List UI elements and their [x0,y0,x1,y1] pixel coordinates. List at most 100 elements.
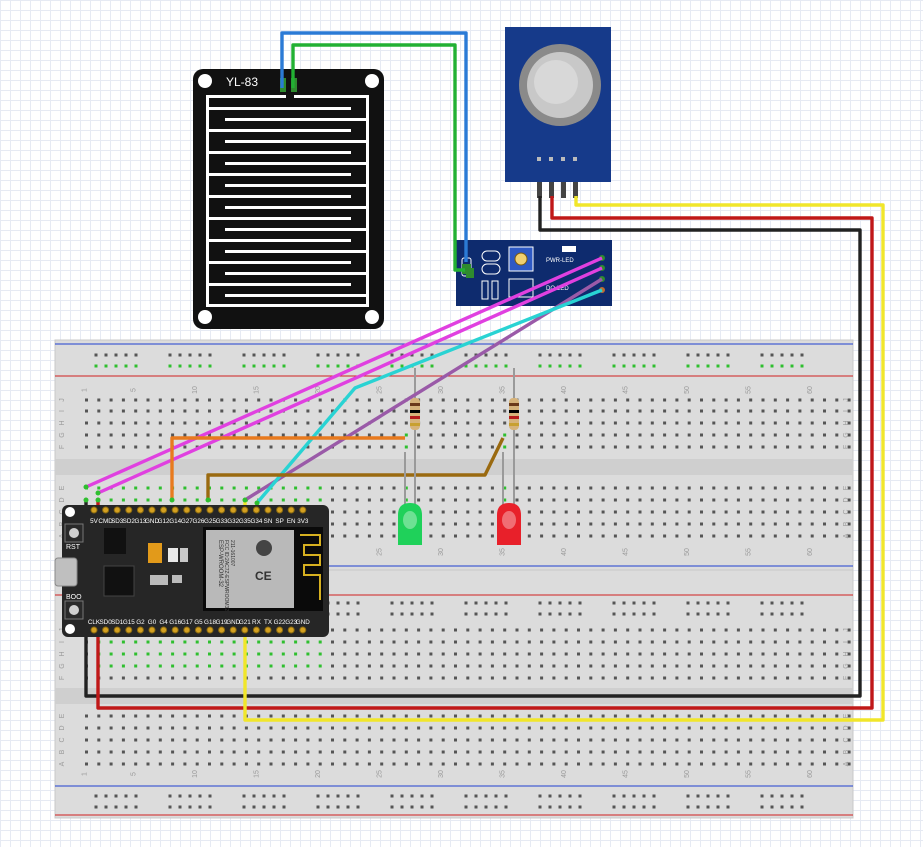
breadboard-hole[interactable] [564,762,568,766]
rail-hole[interactable] [316,794,320,798]
breadboard-hole[interactable] [503,714,507,718]
breadboard-hole[interactable] [367,750,371,754]
rail-hole[interactable] [494,364,498,368]
breadboard-hole[interactable] [269,409,273,413]
breadboard-hole[interactable] [85,714,88,718]
esp32-pin[interactable] [160,506,168,514]
breadboard-hole[interactable] [478,652,482,656]
breadboard-hole[interactable] [183,726,187,730]
breadboard-hole[interactable] [294,676,298,680]
rail-hole[interactable] [632,794,636,798]
breadboard-hole[interactable] [601,714,605,718]
breadboard-hole[interactable] [466,676,470,680]
rail-hole[interactable] [484,794,488,798]
rail-hole[interactable] [548,805,552,809]
breadboard-hole[interactable] [171,640,175,644]
breadboard-hole[interactable] [564,726,568,730]
breadboard-hole[interactable] [749,762,753,766]
breadboard-hole[interactable] [466,409,470,413]
breadboard-hole[interactable] [306,676,310,680]
breadboard-hole[interactable] [527,498,531,502]
rail-hole[interactable] [356,794,360,798]
breadboard-hole[interactable] [466,534,470,538]
rail-hole[interactable] [188,794,192,798]
rail-hole[interactable] [124,364,128,368]
rail-hole[interactable] [686,794,690,798]
breadboard-hole[interactable] [663,510,667,514]
breadboard-hole[interactable] [798,445,802,449]
breadboard-hole[interactable] [613,421,617,425]
rail-hole[interactable] [198,794,202,798]
breadboard-hole[interactable] [773,510,777,514]
breadboard-hole[interactable] [318,726,322,730]
breadboard-hole[interactable] [417,664,421,668]
breadboard-hole[interactable] [269,433,273,437]
breadboard-hole[interactable] [158,726,162,730]
rail-hole[interactable] [346,364,350,368]
rail-hole[interactable] [336,805,340,809]
breadboard-hole[interactable] [675,652,679,656]
breadboard-hole[interactable] [85,398,88,402]
breadboard-hole[interactable] [638,628,642,632]
breadboard-hole[interactable] [601,762,605,766]
rail-hole[interactable] [686,805,690,809]
breadboard-hole[interactable] [515,726,519,730]
breadboard-hole[interactable] [281,676,285,680]
breadboard-hole[interactable] [380,762,384,766]
rail-hole[interactable] [134,364,138,368]
breadboard-hole[interactable] [146,738,150,742]
breadboard-hole[interactable] [589,522,593,526]
rail-hole[interactable] [504,612,508,616]
breadboard-hole[interactable] [466,433,470,437]
breadboard-hole[interactable] [466,445,470,449]
breadboard-hole[interactable] [269,714,273,718]
breadboard-hole[interactable] [121,762,125,766]
breadboard-hole[interactable] [121,750,125,754]
rail-hole[interactable] [770,612,774,616]
breadboard-hole[interactable] [490,676,494,680]
rail-hole[interactable] [622,364,626,368]
rail-hole[interactable] [760,794,764,798]
breadboard-hole[interactable] [158,433,162,437]
breadboard-hole[interactable] [429,664,433,668]
breadboard-hole[interactable] [380,714,384,718]
breadboard-hole[interactable] [577,433,580,437]
breadboard-hole[interactable] [404,486,408,490]
breadboard-hole[interactable] [244,762,248,766]
breadboard-hole[interactable] [601,510,605,514]
breadboard-hole[interactable] [355,510,359,514]
breadboard-hole[interactable] [257,750,261,754]
breadboard-hole[interactable] [589,676,593,680]
breadboard-hole[interactable] [810,640,814,644]
breadboard-hole[interactable] [552,522,556,526]
breadboard-hole[interactable] [392,676,396,680]
breadboard-hole[interactable] [490,762,494,766]
breadboard-hole[interactable] [441,433,445,437]
breadboard-hole[interactable] [294,409,298,413]
breadboard-hole[interactable] [244,421,248,425]
breadboard-hole[interactable] [773,522,777,526]
breadboard-hole[interactable] [773,726,777,730]
breadboard-hole[interactable] [823,762,826,766]
resistor-1[interactable] [410,368,420,462]
breadboard-hole[interactable] [232,726,236,730]
breadboard-hole[interactable] [626,433,630,437]
breadboard-hole[interactable] [564,498,568,502]
breadboard-hole[interactable] [810,628,814,632]
breadboard-hole[interactable] [85,750,88,754]
rail-hole[interactable] [282,364,286,368]
breadboard-hole[interactable] [613,640,617,644]
breadboard-hole[interactable] [183,714,187,718]
breadboard-hole[interactable] [85,445,88,449]
breadboard-hole[interactable] [367,445,371,449]
breadboard-hole[interactable] [355,762,359,766]
breadboard-hole[interactable] [601,726,605,730]
rail-hole[interactable] [282,353,286,357]
breadboard-hole[interactable] [355,486,359,490]
breadboard-hole[interactable] [601,498,605,502]
rail-hole[interactable] [800,794,804,798]
breadboard-hole[interactable] [577,762,580,766]
breadboard-hole[interactable] [404,421,408,425]
breadboard-hole[interactable] [134,676,138,680]
breadboard-hole[interactable] [306,486,310,490]
